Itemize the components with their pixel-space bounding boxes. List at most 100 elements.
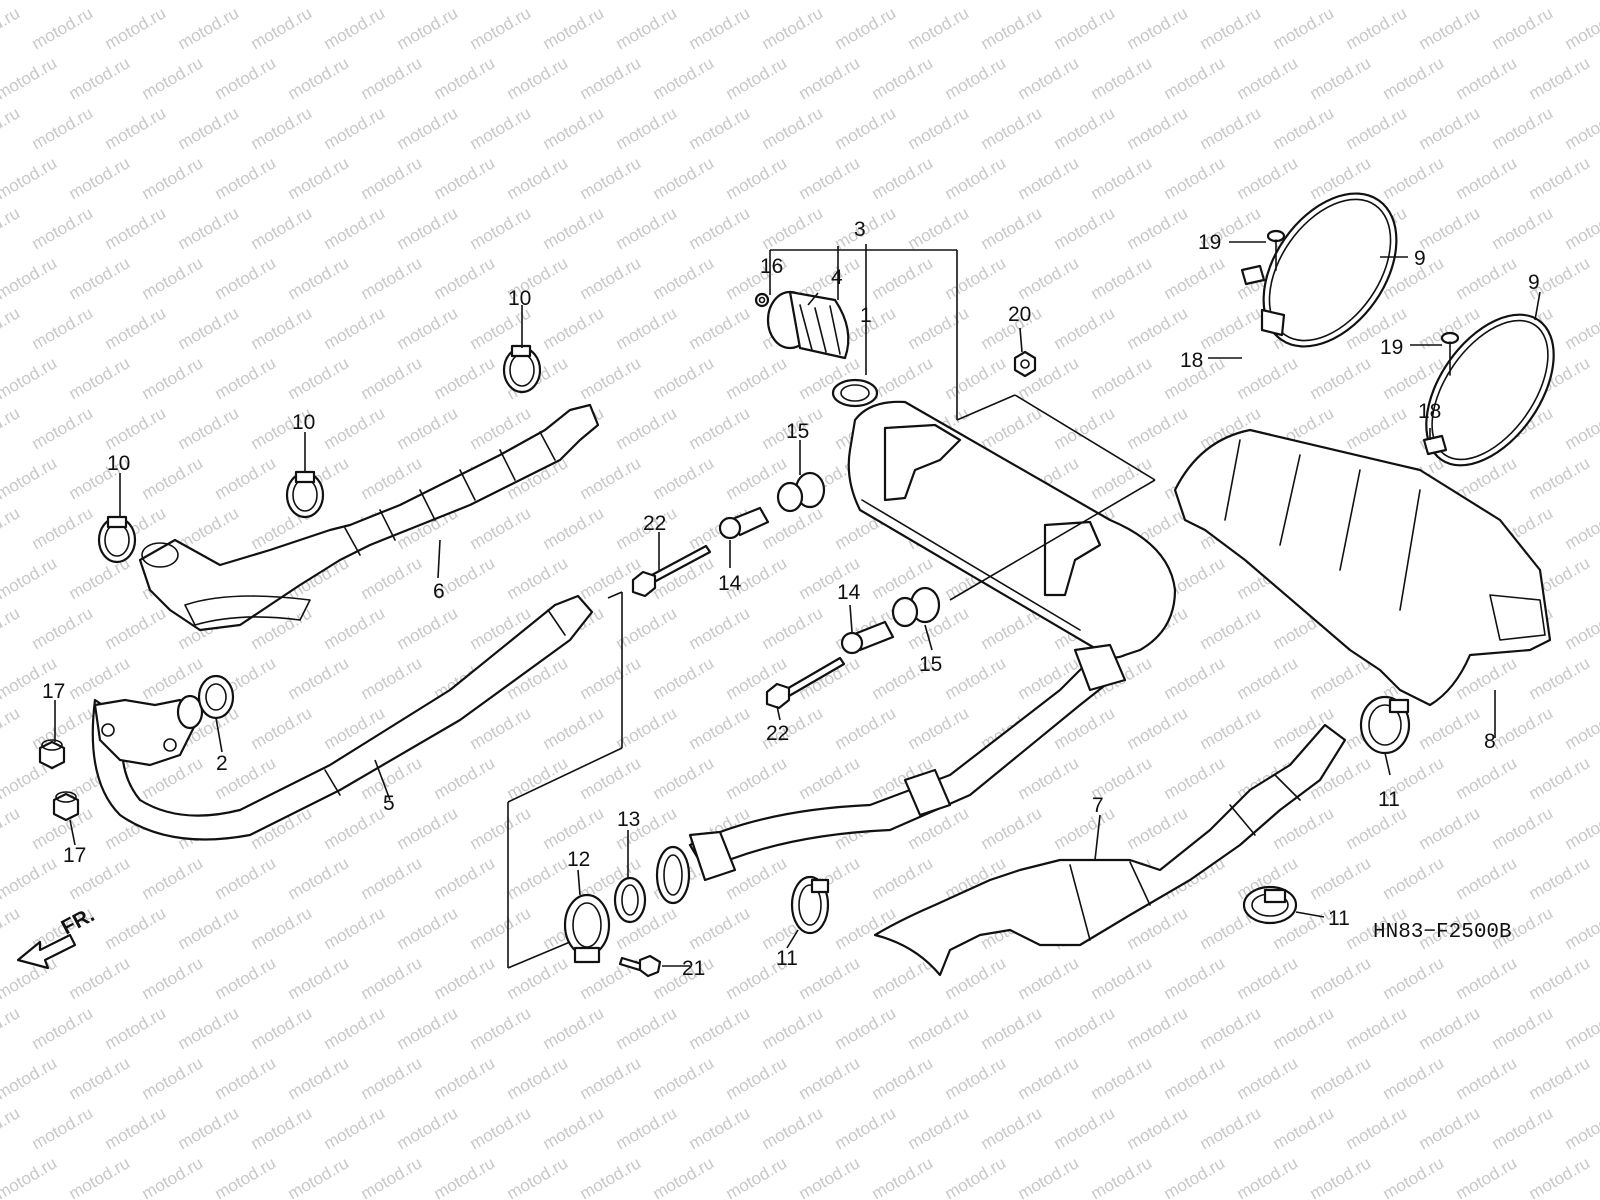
watermark-text: motod.ru bbox=[1015, 753, 1083, 803]
watermark-text: motod.ru bbox=[504, 553, 572, 603]
callout-17-upper: 17 bbox=[42, 680, 65, 703]
watermark-text: motod.ru bbox=[942, 653, 1010, 703]
watermark-text: motod.ru bbox=[905, 1003, 973, 1053]
clamp-10-middle bbox=[285, 470, 325, 519]
watermark-text: motod.ru bbox=[1343, 1103, 1411, 1153]
watermark-text: motod.ru bbox=[175, 103, 243, 153]
watermark-text: motod.ru bbox=[102, 3, 170, 53]
watermark-text: motod.ru bbox=[978, 1003, 1046, 1053]
watermark-text: motod.ru bbox=[1270, 103, 1338, 153]
watermark-text: motod.ru bbox=[540, 203, 608, 253]
watermark-text: motod.ru bbox=[650, 1053, 718, 1103]
watermark-text: motod.ru bbox=[1124, 703, 1192, 753]
watermark-text: motod.ru bbox=[1416, 103, 1484, 153]
watermark-text: motod.ru bbox=[358, 253, 426, 303]
watermark-text: motod.ru bbox=[1453, 753, 1521, 803]
callout-9-upper: 9 bbox=[1414, 247, 1426, 270]
watermark-text: motod.ru bbox=[358, 1153, 426, 1200]
watermark-text: motod.ru bbox=[1526, 1153, 1594, 1200]
watermark-text: motod.ru bbox=[1416, 1003, 1484, 1053]
watermark-text: motod.ru bbox=[394, 603, 462, 653]
watermark-text: motod.ru bbox=[686, 3, 754, 53]
watermark-text: motod.ru bbox=[285, 253, 353, 303]
watermark-text: motod.ru bbox=[0, 553, 60, 603]
watermark-text: motod.ru bbox=[1161, 653, 1229, 703]
watermark-text: motod.ru bbox=[1051, 1003, 1119, 1053]
watermark-text: motod.ru bbox=[723, 353, 791, 403]
watermark-text: motod.ru bbox=[1343, 103, 1411, 153]
watermark-text: motod.ru bbox=[504, 853, 572, 903]
watermark-text: motod.ru bbox=[869, 1153, 937, 1200]
watermark-text: motod.ru bbox=[0, 1003, 23, 1053]
watermark-text: motod.ru bbox=[1562, 203, 1600, 253]
watermark-text: motod.ru bbox=[139, 153, 207, 203]
watermark-text: motod.ru bbox=[723, 1053, 791, 1103]
watermark-text: motod.ru bbox=[139, 253, 207, 303]
watermark-text: motod.ru bbox=[66, 0, 134, 3]
watermark-text: motod.ru bbox=[1343, 1003, 1411, 1053]
watermark-text: motod.ru bbox=[1489, 803, 1557, 853]
grommet-15-lower bbox=[891, 586, 941, 628]
watermark-text: motod.ru bbox=[175, 1003, 243, 1053]
watermark-text: motod.ru bbox=[1307, 653, 1375, 703]
watermark-text: motod.ru bbox=[394, 103, 462, 153]
watermark-text: motod.ru bbox=[686, 1103, 754, 1153]
watermark-text: motod.ru bbox=[285, 53, 353, 103]
watermark-text: motod.ru bbox=[869, 1053, 937, 1103]
watermark-text: motod.ru bbox=[796, 1053, 864, 1103]
watermark-text: motod.ru bbox=[540, 1003, 608, 1053]
watermark-text: motod.ru bbox=[832, 3, 900, 53]
watermark-text: motod.ru bbox=[29, 403, 97, 453]
watermark-text: motod.ru bbox=[248, 703, 316, 753]
watermark-text: motod.ru bbox=[321, 1003, 389, 1053]
watermark-text: motod.ru bbox=[285, 153, 353, 203]
watermark-text: motod.ru bbox=[796, 1153, 864, 1200]
watermark-text: motod.ru bbox=[467, 203, 535, 253]
watermark-text: motod.ru bbox=[978, 803, 1046, 853]
watermark-text: motod.ru bbox=[212, 0, 280, 3]
leader-lines bbox=[54, 241, 1541, 969]
watermark-text: motod.ru bbox=[212, 853, 280, 903]
watermark-text: motod.ru bbox=[1015, 53, 1083, 103]
watermark-text: motod.ru bbox=[613, 1103, 681, 1153]
watermark-text: motod.ru bbox=[1234, 1053, 1302, 1103]
watermark-text: motod.ru bbox=[1453, 953, 1521, 1003]
watermark-text: motod.ru bbox=[139, 353, 207, 403]
watermark-text: motod.ru bbox=[650, 753, 718, 803]
watermark-text: motod.ru bbox=[321, 203, 389, 253]
watermark-text: motod.ru bbox=[905, 1103, 973, 1153]
watermark-text: motod.ru bbox=[1234, 153, 1302, 203]
watermark-text: motod.ru bbox=[248, 203, 316, 253]
band-9-lower bbox=[1425, 313, 1555, 467]
watermark-text: motod.ru bbox=[1489, 703, 1557, 753]
watermark-text: motod.ru bbox=[467, 503, 535, 553]
watermark-text: motod.ru bbox=[212, 353, 280, 403]
watermark-text: motod.ru bbox=[358, 53, 426, 103]
watermark-text: motod.ru bbox=[467, 703, 535, 753]
watermark-text: motod.ru bbox=[66, 953, 134, 1003]
callout-5: 5 bbox=[383, 792, 395, 815]
callout-15-upper: 15 bbox=[786, 420, 809, 443]
callout-7: 7 bbox=[1092, 794, 1104, 817]
clip-18-lower bbox=[1422, 434, 1448, 456]
watermark-text: motod.ru bbox=[686, 703, 754, 753]
muffler-3 bbox=[847, 400, 1177, 659]
watermark-text: motod.ru bbox=[686, 603, 754, 653]
watermark-text: motod.ru bbox=[1124, 3, 1192, 53]
watermark-text: motod.ru bbox=[504, 53, 572, 103]
watermark-text: motod.ru bbox=[1489, 1103, 1557, 1153]
watermark-text: motod.ru bbox=[1088, 353, 1156, 403]
watermark-text: motod.ru bbox=[1416, 203, 1484, 253]
watermark-text: motod.ru bbox=[358, 153, 426, 203]
watermark-text: motod.ru bbox=[285, 1153, 353, 1200]
watermark-text: motod.ru bbox=[1270, 1003, 1338, 1053]
watermark-text: motod.ru bbox=[1562, 703, 1600, 753]
watermark-text: motod.ru bbox=[1197, 603, 1265, 653]
watermark-text: motod.ru bbox=[504, 1153, 572, 1200]
watermark-text: motod.ru bbox=[248, 3, 316, 53]
watermark-text: motod.ru bbox=[1051, 103, 1119, 153]
watermark-text: motod.ru bbox=[29, 103, 97, 153]
watermark-text: motod.ru bbox=[1161, 1153, 1229, 1200]
exhaust-pipe-5 bbox=[91, 594, 594, 841]
watermark-text: motod.ru bbox=[1453, 153, 1521, 203]
